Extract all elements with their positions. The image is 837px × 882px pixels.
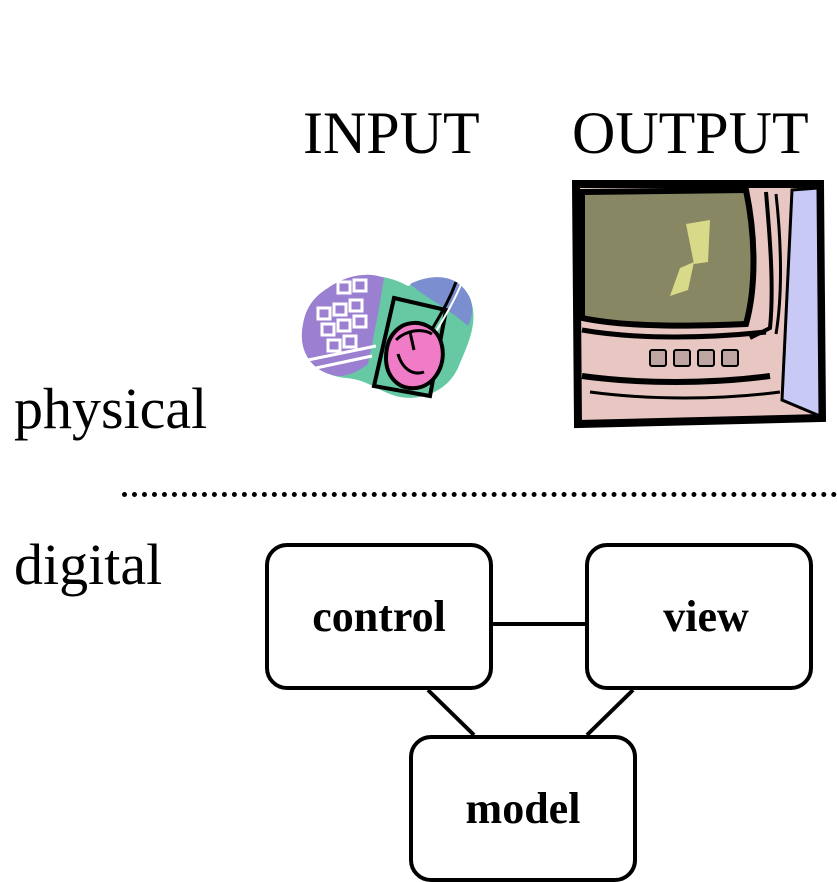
digital-label: digital — [14, 532, 163, 597]
input-heading: INPUT — [303, 100, 480, 166]
layer-divider — [122, 492, 837, 497]
physical-label: physical — [14, 376, 208, 441]
view-model-connector — [585, 688, 635, 737]
keyboard-mouse-icon — [298, 268, 476, 402]
control-node-label: control — [312, 592, 446, 641]
view-node-label: view — [663, 592, 749, 641]
computer-monitor-icon — [570, 178, 828, 430]
control-node: control — [265, 543, 493, 690]
view-node: view — [585, 543, 813, 690]
control-model-connector — [426, 688, 476, 737]
model-node: model — [409, 735, 637, 882]
model-node-label: model — [465, 784, 581, 833]
output-heading: OUTPUT — [572, 100, 809, 166]
